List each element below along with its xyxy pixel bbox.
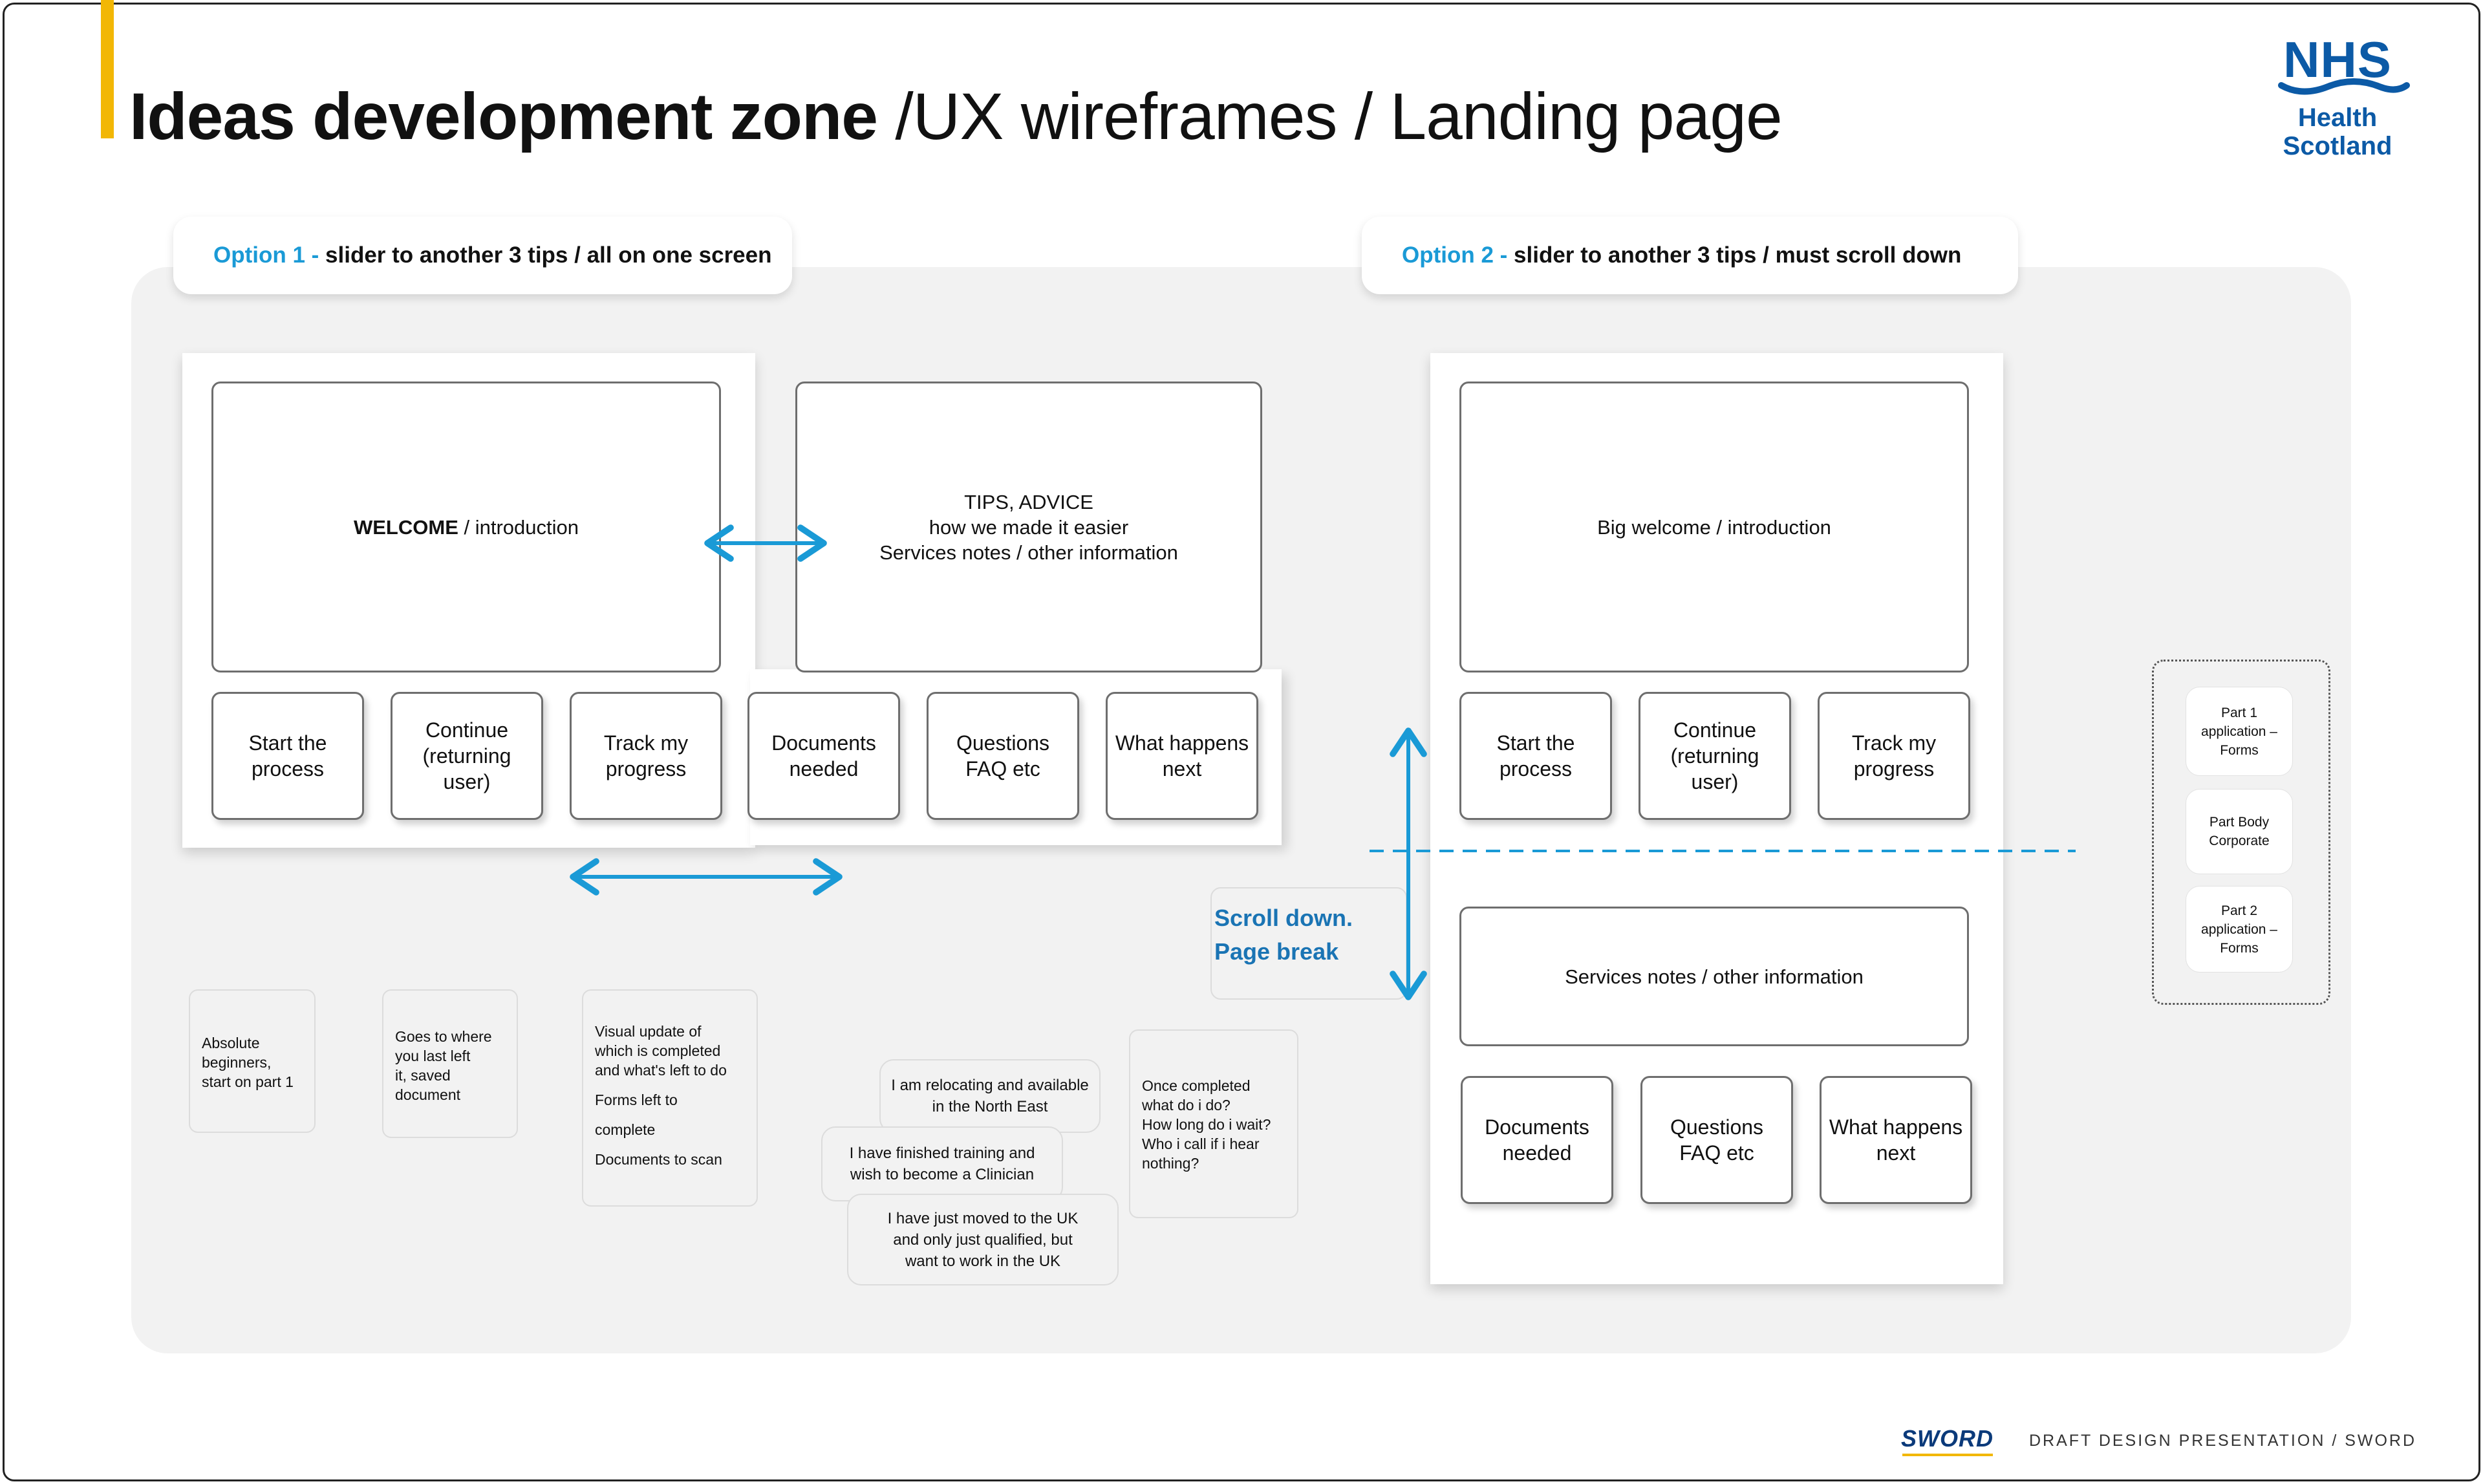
nhs-logo-subtitle: Health Scotland bbox=[2237, 103, 2438, 160]
option2-tab: Option 2 - slider to another 3 tips / mu… bbox=[1362, 217, 2018, 294]
sword-logo: SWORD bbox=[1901, 1425, 1994, 1452]
option2-services-box: Services notes / other information bbox=[1459, 907, 1969, 1046]
tips-line-2: how we made it easier bbox=[929, 515, 1129, 539]
nhs-logo-text: NHS bbox=[2283, 31, 2392, 88]
sword-logo-underline bbox=[1902, 1454, 1993, 1456]
option2-welcome-box: Big welcome / introduction bbox=[1459, 382, 1969, 672]
option1-tips-box: TIPS, ADVICE how we made it easier Servi… bbox=[795, 382, 1262, 672]
option1-welcome-box: WELCOME / introduction bbox=[211, 382, 721, 672]
nhs-logo-line2: Scotland bbox=[2283, 132, 2392, 160]
nhs-logo-line1: Health bbox=[2297, 103, 2378, 132]
option2-label: Option 2 - bbox=[1402, 242, 1508, 268]
title-accent-bar bbox=[101, 0, 114, 138]
option1-description: slider to another 3 tips / all on one sc… bbox=[325, 242, 772, 268]
tips-line-1: TIPS, ADVICE bbox=[964, 490, 1093, 513]
page-border bbox=[3, 3, 2480, 1481]
option2-services-text: Services notes / other information bbox=[1565, 965, 1864, 988]
scroll-down-label: Scroll down. Page break bbox=[1210, 887, 1407, 1000]
welcome-bold: WELCOME bbox=[354, 515, 458, 539]
welcome-rest: / introduction bbox=[458, 515, 579, 539]
option2-welcome-text: Big welcome / introduction bbox=[1597, 515, 1831, 539]
option1-label: Option 1 - bbox=[213, 242, 319, 268]
tips-line-3: Services notes / other information bbox=[879, 541, 1178, 564]
footer-text: DRAFT DESIGN PRESENTATION / SWORD bbox=[2029, 1432, 2417, 1450]
option2-description: slider to another 3 tips / must scroll d… bbox=[1514, 242, 1962, 268]
option1-tab: Option 1 - slider to another 3 tips / al… bbox=[173, 217, 792, 294]
page-title: Ideas development zone /UX wireframes / … bbox=[129, 80, 1783, 153]
